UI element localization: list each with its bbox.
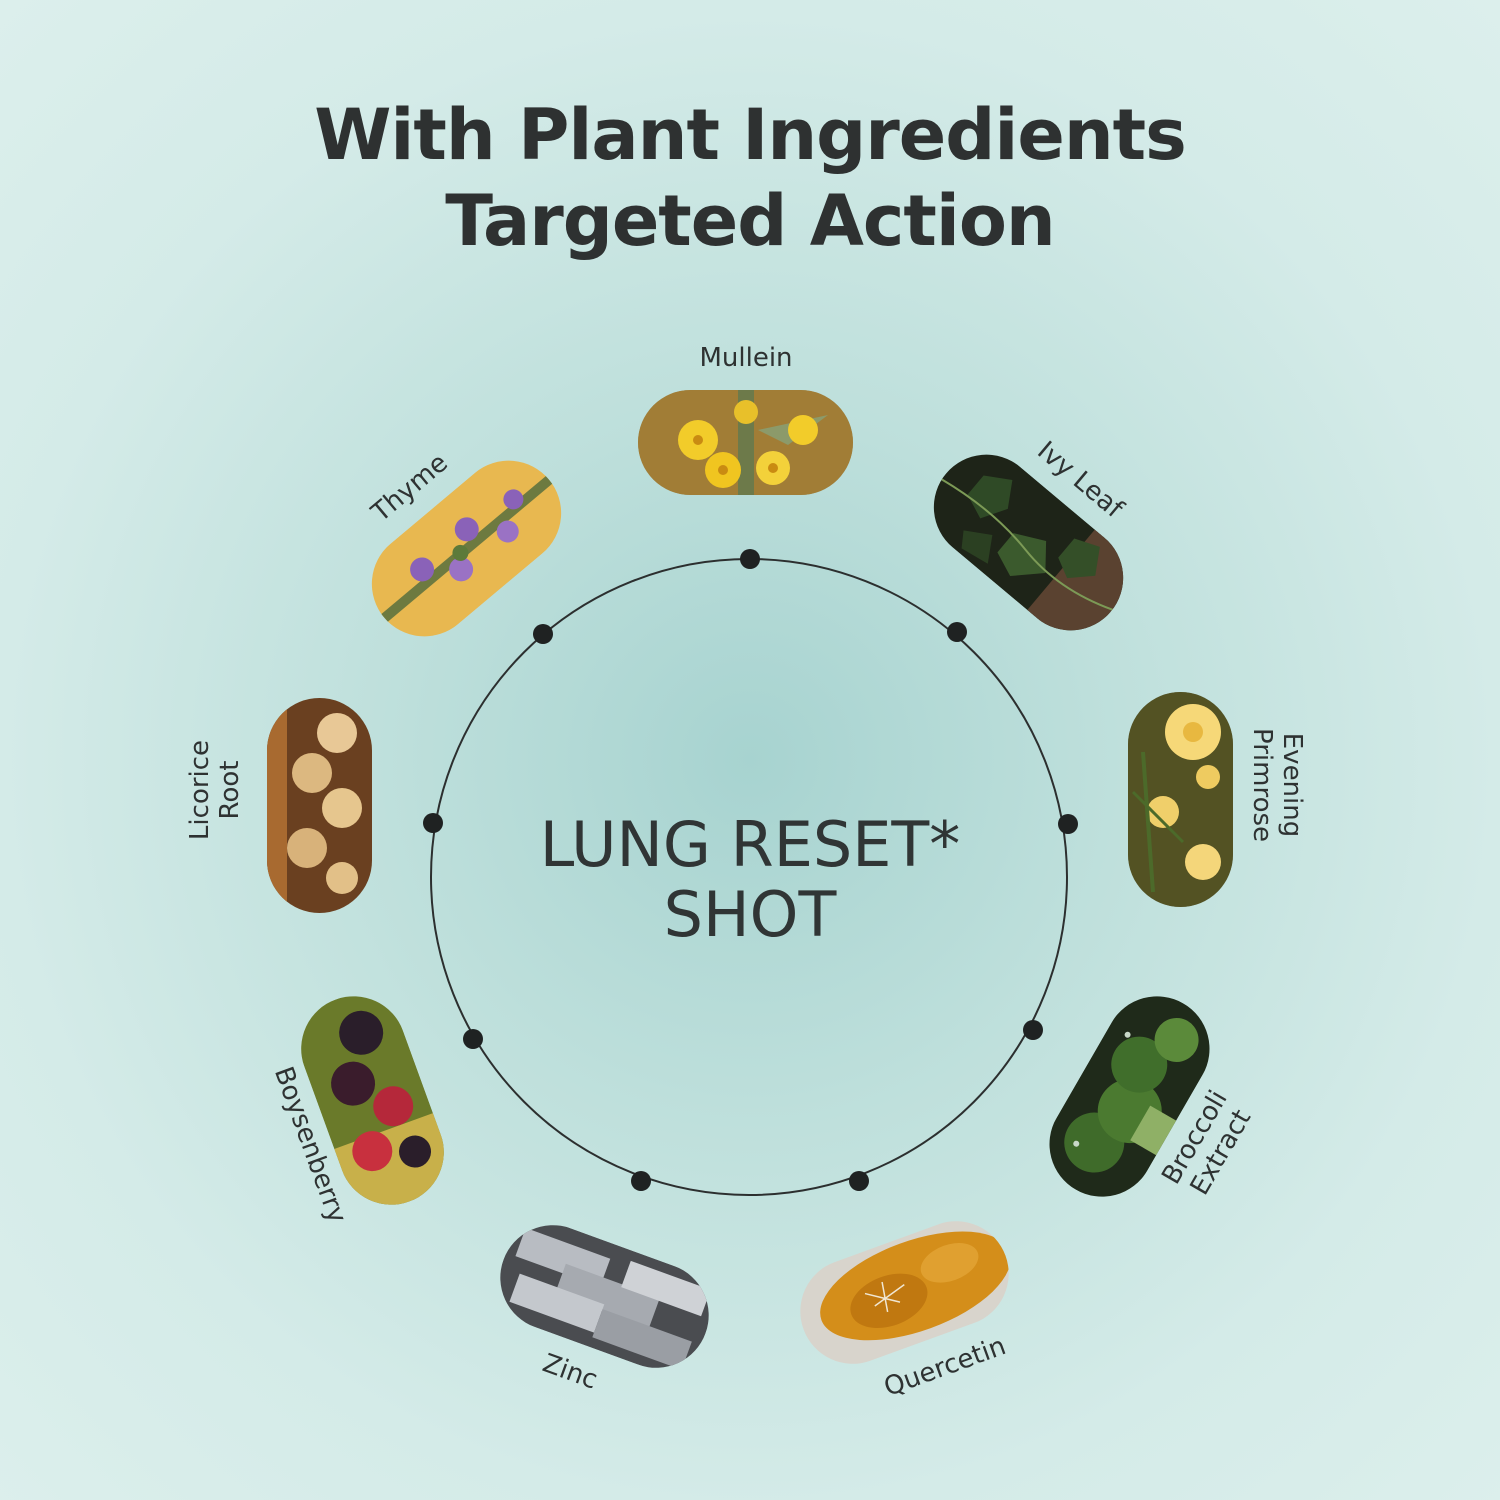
evening-primrose-photo	[1128, 692, 1233, 907]
zinc-ingots-photo	[485, 1210, 724, 1383]
ivy-leaf-photo	[912, 433, 1145, 652]
product-title: LUNG RESET* SHOT	[450, 810, 1050, 950]
ring-dot	[1058, 814, 1078, 834]
quercetin-powder-photo	[785, 1206, 1024, 1379]
ingredient-label-line: Primrose	[1247, 727, 1277, 843]
ingredient-label-licorice-root: Licorice Root	[185, 715, 245, 865]
product-title-line-1: LUNG RESET*	[539, 808, 961, 881]
mullein-flower-photo	[638, 390, 853, 495]
broccoli-photo	[1030, 977, 1229, 1216]
ingredient-label-evening-primrose: Evening Primrose	[1247, 695, 1307, 875]
ring-dot	[849, 1171, 869, 1191]
ingredient-label-line: Licorice	[185, 739, 215, 841]
ingredient-label-line: Evening	[1277, 732, 1307, 838]
ingredient-label-mullein: Mullein	[699, 343, 793, 373]
ring-dot	[947, 622, 967, 642]
headline-line-2: Targeted Action	[445, 180, 1056, 262]
ring-dot	[631, 1171, 651, 1191]
ring-dot	[533, 624, 553, 644]
licorice-root-photo	[267, 698, 372, 913]
ring-dot	[740, 549, 760, 569]
ingredient-label-line: Root	[215, 760, 245, 820]
ring-dot	[463, 1029, 483, 1049]
ring-dot	[1023, 1020, 1043, 1040]
product-title-line-2: SHOT	[663, 878, 837, 951]
thyme-flower-photo	[350, 439, 583, 658]
ring-dot	[423, 813, 443, 833]
headline-line-1: With Plant Ingredients	[314, 94, 1187, 176]
headline: With Plant Ingredients Targeted Action	[0, 92, 1500, 264]
